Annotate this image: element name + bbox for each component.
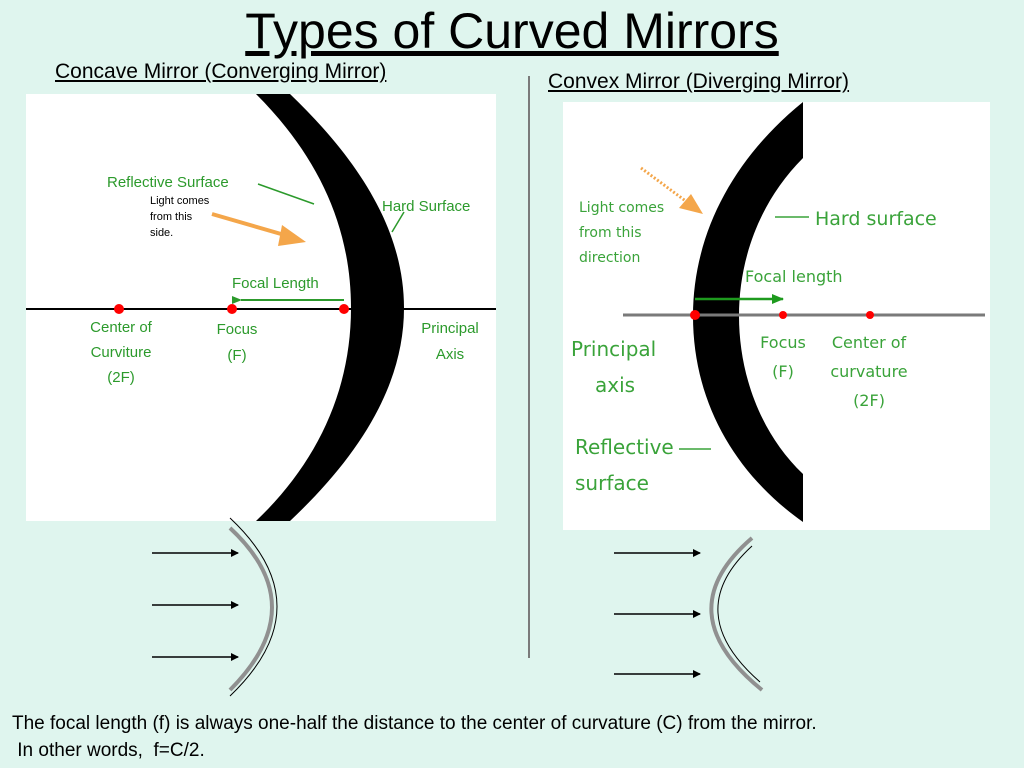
convex-axis-label-2: axis <box>595 373 635 397</box>
convex-light-label-2: from this <box>579 225 642 241</box>
convex-vertex-point <box>690 310 700 320</box>
concave-light-label-1: Light comes <box>150 195 210 207</box>
convex-focus-label-2: (F) <box>772 362 794 381</box>
concave-diagram-panel: Reflective Surface Light comes from this… <box>26 94 496 521</box>
concave-center-label-1: Center of <box>90 319 153 336</box>
convex-diagram-panel: Light comes from this direction Hard sur… <box>563 102 990 530</box>
convex-light-label-1: Light comes <box>579 200 664 216</box>
concave-light-label-2: from this <box>150 211 193 223</box>
divider <box>528 76 530 658</box>
convex-diagram: Light comes from this direction Hard sur… <box>571 102 985 522</box>
convex-center-label-2: curvature <box>830 362 907 381</box>
convex-light-arrow <box>640 166 703 214</box>
convex-incoming-rays <box>614 549 701 678</box>
concave-focus-label-1: Focus <box>217 321 258 338</box>
concave-diagram: Reflective Surface Light comes from this… <box>26 94 496 521</box>
concave-focal-length-label: Focal Length <box>232 275 319 292</box>
concave-light-label-3: side. <box>150 227 173 239</box>
page-title: Types of Curved Mirrors <box>245 3 779 59</box>
convex-light-label-3: direction <box>579 250 640 266</box>
convex-sketch-back <box>717 545 761 683</box>
concave-reflective-leader <box>257 183 315 205</box>
concave-focus-point <box>227 304 237 314</box>
concave-hard-leader <box>391 211 405 233</box>
concave-reflective-surface-label: Reflective Surface <box>107 174 229 191</box>
concave-sketch-mirror <box>228 526 274 692</box>
convex-center-point <box>866 311 874 319</box>
concave-sketch-back <box>229 517 278 697</box>
convex-mirror-body <box>693 102 803 522</box>
convex-subtitle: Convex Mirror (Diverging Mirror) <box>548 70 850 93</box>
concave-axis-label-2: Axis <box>436 346 464 363</box>
footer-line-1: The focal length (f) is always one-half … <box>12 713 817 734</box>
convex-reflective-label-2: surface <box>575 471 649 495</box>
convex-focus-label-1: Focus <box>760 333 806 352</box>
concave-vertex-point <box>339 304 349 314</box>
convex-sketch-mirror <box>709 536 764 692</box>
convex-focus-point <box>779 311 787 319</box>
footer-note: The focal length (f) is always one-half … <box>12 710 1012 764</box>
convex-hard-surface-label: Hard surface <box>815 208 937 230</box>
concave-mirror-body <box>256 94 404 521</box>
concave-axis-label-1: Principal <box>421 320 479 337</box>
convex-center-label-1: Center of <box>832 333 907 352</box>
concave-focus-label-2: (F) <box>227 347 246 364</box>
convex-axis-label-1: Principal <box>571 337 656 361</box>
footer-line-2: In other words, f=C/2. <box>12 740 205 761</box>
concave-center-label-3: (2F) <box>107 369 135 386</box>
concave-hard-surface-label: Hard Surface <box>382 198 470 215</box>
convex-focal-length-label: Focal length <box>745 267 843 286</box>
concave-center-label-2: Curviture <box>91 344 152 361</box>
concave-center-point <box>114 304 124 314</box>
convex-reflective-label-1: Reflective <box>575 435 674 459</box>
convex-center-label-3: (2F) <box>853 391 885 410</box>
concave-incoming-rays <box>152 549 239 661</box>
concave-subtitle: Concave Mirror (Converging Mirror) <box>55 60 387 83</box>
concave-light-arrow <box>211 212 306 246</box>
